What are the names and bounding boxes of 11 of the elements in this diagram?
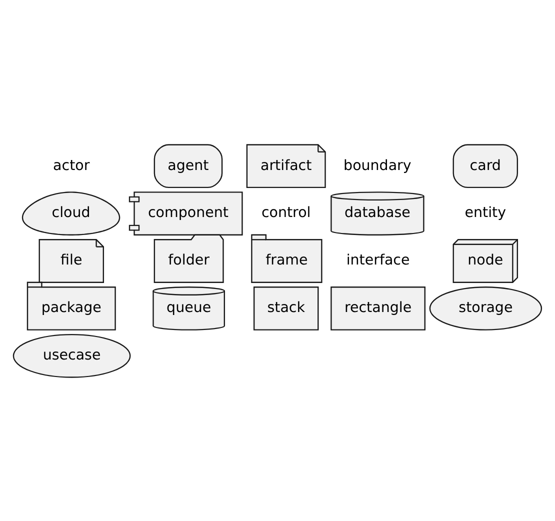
node-box: agent — [154, 144, 223, 188]
node-text: control — [261, 204, 311, 221]
node-text: entity — [464, 204, 506, 221]
node-text: actor — [53, 157, 90, 174]
node-ellipse: usecase — [12, 333, 131, 378]
node-ellipse: storage — [429, 286, 542, 330]
node-box: card — [452, 144, 518, 188]
node-text: boundary — [344, 157, 412, 174]
node-text: interface — [346, 252, 410, 268]
node-box: stack — [253, 286, 319, 330]
node-box: rectangle — [330, 286, 426, 330]
